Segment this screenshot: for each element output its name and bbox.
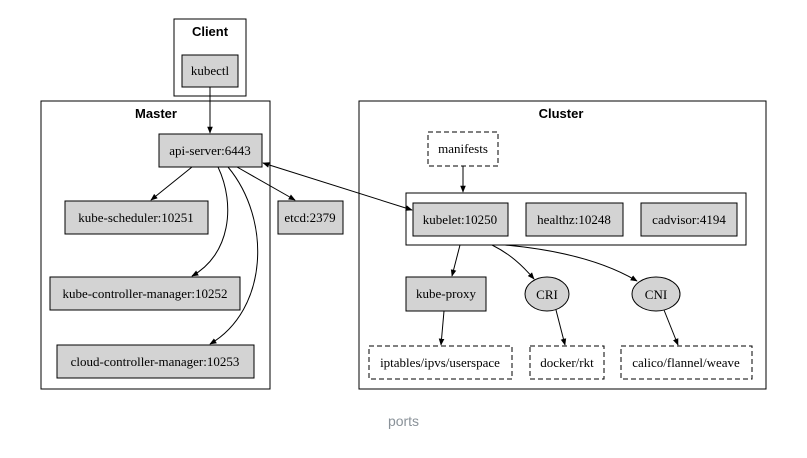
edge-kubelet-cni (504, 244, 638, 282)
node-docker[interactable]: docker/rkt (529, 345, 605, 380)
node-kube-scheduler[interactable]: kube-scheduler:10251 (64, 200, 209, 235)
node-cni[interactable]: CNI (631, 276, 681, 312)
edge-cri-docker (555, 309, 567, 346)
node-kube-controller-manager-label: kube-controller-manager:10252 (62, 286, 227, 301)
cluster-title: Cluster (539, 106, 584, 121)
node-api-server[interactable]: api-server:6443 (158, 133, 263, 168)
node-cloud-controller-manager-label: cloud-controller-manager:10253 (71, 354, 240, 369)
node-api-server-label: api-server:6443 (169, 143, 251, 158)
node-healthz-label: healthz:10248 (537, 212, 611, 227)
node-kube-controller-manager[interactable]: kube-controller-manager:10252 (49, 276, 241, 311)
master-title: Master (135, 106, 177, 121)
node-docker-label: docker/rkt (540, 355, 594, 370)
node-cri[interactable]: CRI (524, 276, 570, 312)
node-etcd[interactable]: etcd:2379 (277, 200, 344, 235)
client-cluster: Client kubectl (173, 18, 247, 97)
edge-cni-calico (663, 309, 679, 346)
edge-api-server-cloud-controller-manager (209, 166, 259, 345)
node-iptables[interactable]: iptables/ipvs/userspace (368, 345, 513, 380)
edge-api-server-kube-scheduler (150, 166, 193, 201)
edge-kube-proxy-iptables (438, 310, 445, 346)
edge-kubelet-cri (491, 244, 535, 280)
node-kubelet[interactable]: kubelet:10250 (412, 202, 509, 237)
node-iptables-label: iptables/ipvs/userspace (380, 355, 500, 370)
node-cloud-controller-manager[interactable]: cloud-controller-manager:10253 (56, 344, 255, 379)
node-kubectl-label: kubectl (191, 63, 230, 78)
node-cadvisor[interactable]: cadvisor:4194 (640, 202, 738, 237)
node-cni-label: CNI (645, 287, 667, 302)
node-etcd-label: etcd:2379 (284, 210, 335, 225)
node-manifests-label: manifests (438, 141, 488, 156)
master-cluster: Master api-server:6443 kube-scheduler:10… (40, 100, 344, 390)
node-kube-proxy-label: kube-proxy (416, 286, 476, 301)
edge-api-server-kube-controller-manager (191, 166, 229, 277)
node-kube-proxy[interactable]: kube-proxy (405, 276, 487, 312)
architecture-diagram: Client kubectl Master api-server:6443 ku… (40, 18, 767, 390)
node-manifests[interactable]: manifests (427, 131, 499, 167)
node-kube-scheduler-label: kube-scheduler:10251 (78, 210, 194, 225)
diagram-caption: ports (387, 413, 420, 429)
node-healthz[interactable]: healthz:10248 (525, 202, 624, 237)
cluster-cluster: Cluster manifests kubelet:10250 healthz:… (358, 100, 767, 390)
client-title: Client (192, 24, 229, 39)
node-calico-label: calico/flannel/weave (632, 355, 740, 370)
edge-api-server-kubelet (262, 162, 413, 211)
edge-kubelet-kube-proxy (450, 244, 461, 277)
node-kubelet-label: kubelet:10250 (423, 212, 497, 227)
node-cri-label: CRI (536, 287, 558, 302)
node-calico[interactable]: calico/flannel/weave (620, 345, 753, 380)
node-kubectl[interactable]: kubectl (181, 54, 239, 88)
node-cadvisor-label: cadvisor:4194 (652, 212, 726, 227)
kubelet-group (405, 192, 747, 246)
